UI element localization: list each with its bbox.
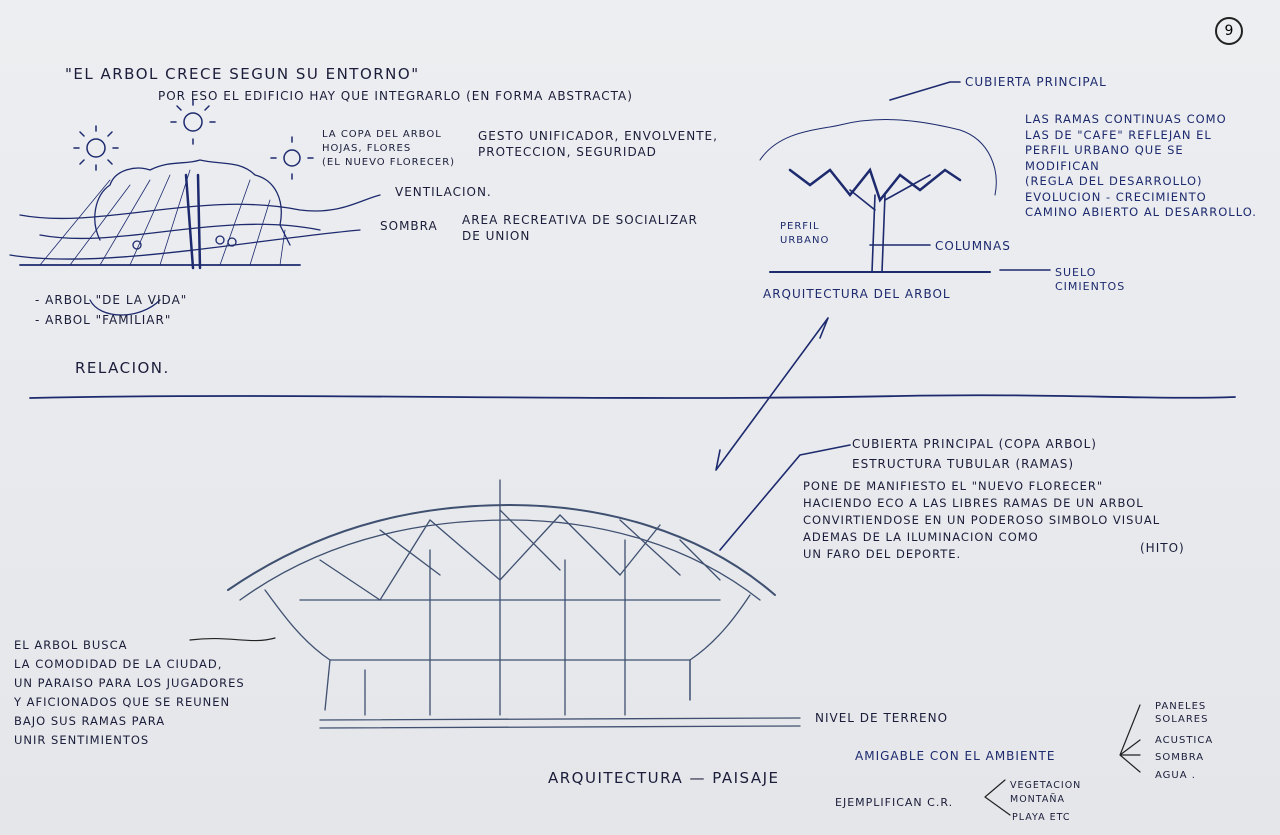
copa-meaning: GESTO UNIFICADOR, ENVOLVENTE, PROTECCION… <box>478 129 718 159</box>
amigable-item: PANELES SOLARES <box>1155 701 1209 725</box>
tree-canopy-sketch <box>9 159 381 316</box>
copa-label: LA COPA DEL ARBOL HOJAS, FLORES (EL NUEV… <box>322 129 456 168</box>
ramas-text: LAS RAMAS CONTINUAS COMO LAS DE "CAFE" R… <box>1025 112 1257 219</box>
landscape-title: ARQUITECTURA — PAISAJE <box>548 769 780 787</box>
sombra-meaning: AREA RECREATIVA DE SOCIALIZAR DE UNION <box>462 213 698 243</box>
amigable-item: ACUSTICA <box>1155 735 1214 746</box>
ventilacion-label: VENTILACION. <box>395 185 492 199</box>
concept-title: "EL ARBOL CRECE SEGUN SU ENTORNO" <box>65 65 420 83</box>
arrows <box>189 637 1141 816</box>
suelo-label: SUELO CIMIENTOS <box>1055 266 1126 293</box>
tree-architecture-sketch <box>715 81 1051 551</box>
divider-line <box>29 394 1236 399</box>
ejemplifican-label: EJEMPLIFICAN C.R. <box>835 796 954 809</box>
sun-icon <box>73 99 314 180</box>
sombra-label: SOMBRA <box>380 219 438 233</box>
building-estructura-label: ESTRUCTURA TUBULAR (RAMAS) <box>852 457 1075 471</box>
ejemplo-item: MONTAÑA <box>1010 794 1065 805</box>
building-left-text: EL ARBOL BUSCA LA COMODIDAD DE LA CIUDAD… <box>14 638 245 747</box>
perfil-urbano-label: PERFIL URBANO <box>780 221 830 246</box>
hito-label: (HITO) <box>1140 541 1185 555</box>
building-description: PONE DE MANIFIESTO EL "NUEVO FLORECER" H… <box>803 479 1161 561</box>
ejemplo-item: PLAYA ETC <box>1012 812 1071 823</box>
concept-list-item: - ARBOL "DE LA VIDA" <box>35 293 188 307</box>
ejemplo-item: VEGETACION <box>1010 780 1082 791</box>
relacion-label: RELACION. <box>75 359 170 377</box>
amigable-label: AMIGABLE CON EL AMBIENTE <box>855 749 1056 763</box>
concept-subtitle: POR ESO EL EDIFICIO HAY QUE INTEGRARLO (… <box>158 89 633 103</box>
columnas-label: COLUMNAS <box>935 239 1011 253</box>
tree-cubierta-label: CUBIERTA PRINCIPAL <box>965 75 1107 89</box>
tree-architecture-caption: ARQUITECTURA DEL ARBOL <box>763 287 951 301</box>
concept-list-item: - ARBOL "FAMILIAR" <box>35 313 172 327</box>
amigable-item: AGUA . <box>1155 770 1196 781</box>
nivel-terreno-label: NIVEL DE TERRENO <box>815 711 949 725</box>
building-cubierta-label: CUBIERTA PRINCIPAL (COPA ARBOL) <box>852 437 1097 451</box>
amigable-item: SOMBRA <box>1155 752 1205 763</box>
building-sketch <box>227 479 801 729</box>
page-number: 9 <box>1215 17 1243 45</box>
